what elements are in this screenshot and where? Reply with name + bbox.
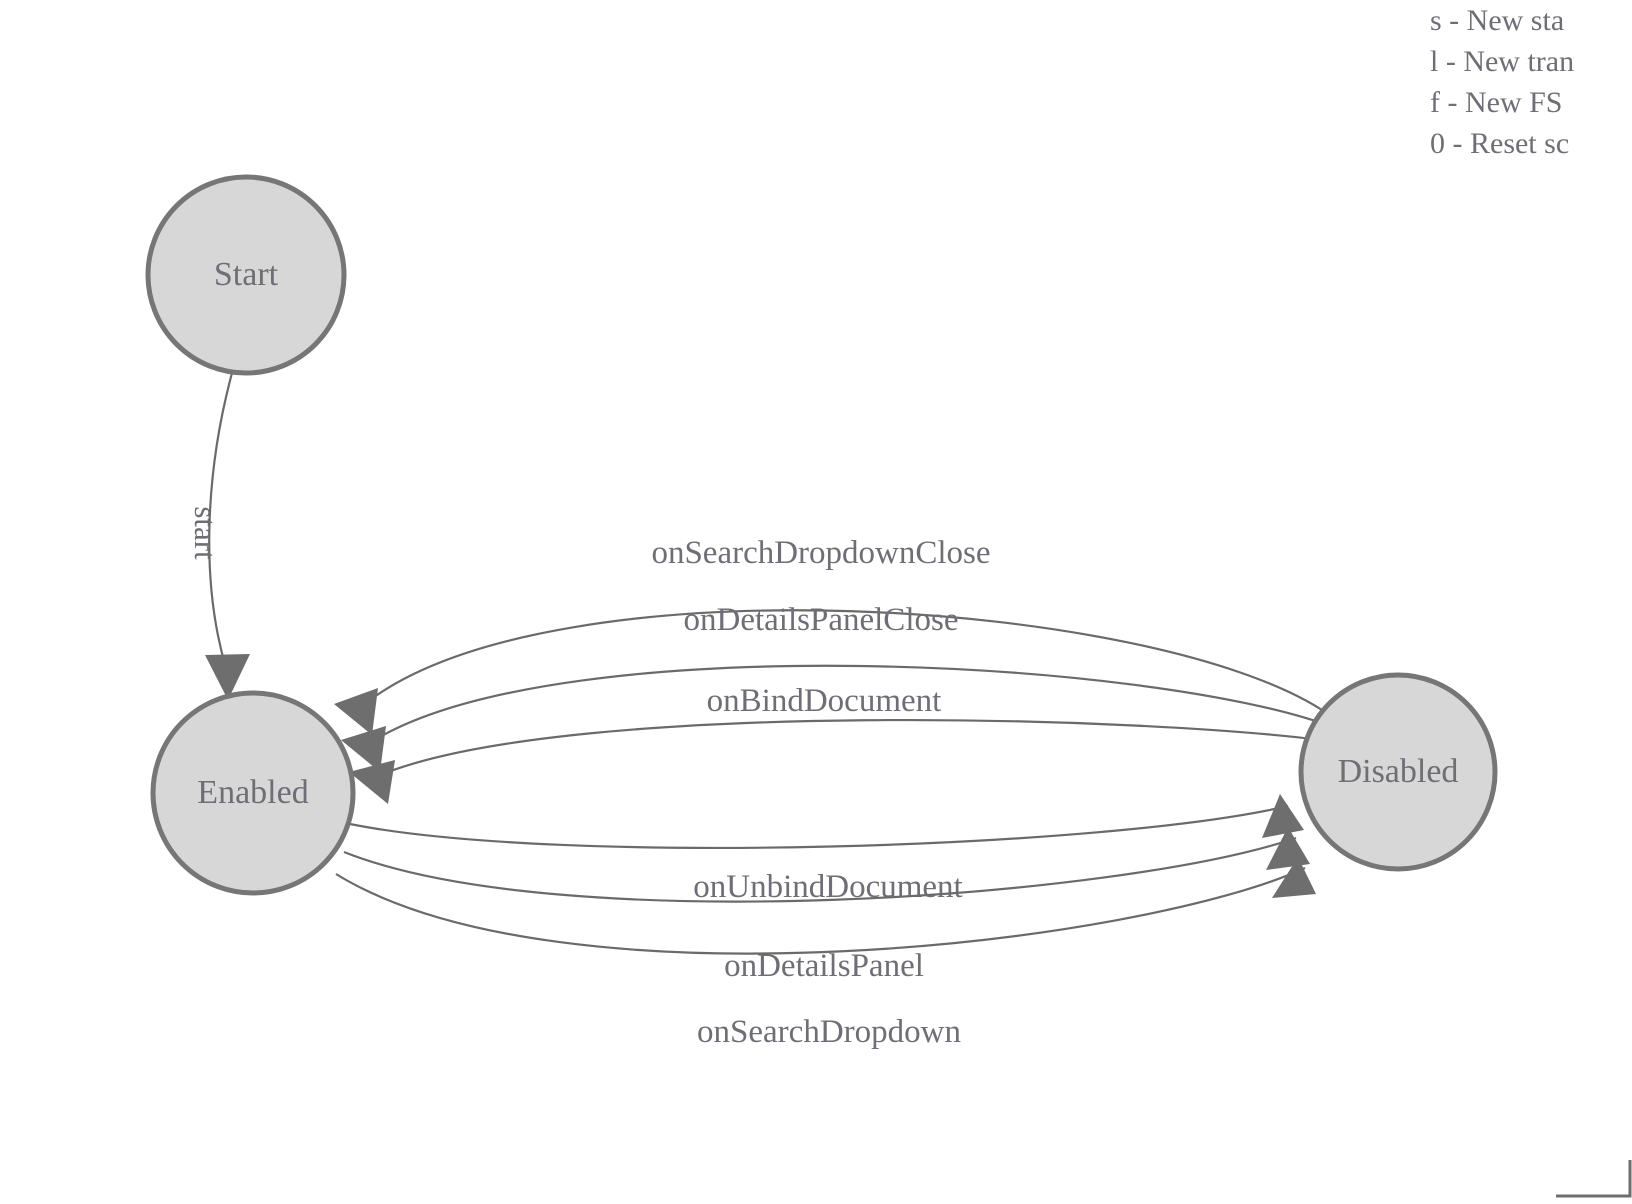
legend-item-new-state: s - New sta	[1430, 4, 1565, 37]
arrowhead-onUnbindDocument	[1262, 794, 1304, 838]
arrowhead-onSearchDropdown	[1272, 857, 1316, 898]
transition-onDetailsPanelClose[interactable]: onDetailsPanelClose	[341, 602, 1331, 772]
edge-label-onDetailsPanelClose: onDetailsPanelClose	[684, 602, 959, 638]
state-circle-enabled[interactable]	[150, 690, 356, 896]
legend-item-new-transition: l - New tran	[1430, 45, 1575, 78]
legend-item-new-fsm: f - New FS	[1430, 86, 1563, 119]
edge-path-onBindDocument[interactable]	[387, 718, 1337, 774]
transition-onSearchDropdownClose[interactable]: onSearchDropdownClose	[334, 535, 1323, 735]
state-node-start[interactable]: Start	[145, 174, 347, 376]
arrowhead-start	[205, 654, 250, 700]
state-label-enabled: Enabled	[197, 774, 308, 811]
legend-item-reset-scene: 0 - Reset sc	[1430, 127, 1570, 160]
state-circle-disabled[interactable]	[1298, 672, 1498, 872]
transition-onDetailsPanel[interactable]: onDetailsPanel	[343, 827, 1310, 984]
state-label-disabled: Disabled	[1338, 753, 1459, 790]
edge-path-onDetailsPanelClose[interactable]	[377, 664, 1331, 739]
edge-label-onSearchDropdownClose: onSearchDropdownClose	[651, 535, 990, 571]
transition-onUnbindDocument[interactable]: onUnbindDocument	[349, 794, 1304, 905]
arrowhead-onBindDocument	[349, 760, 395, 804]
arrowhead-onSearchDropdownClose	[334, 688, 378, 735]
state-circle-start[interactable]	[145, 174, 347, 376]
transition-onBindDocument[interactable]: onBindDocument	[349, 683, 1337, 804]
transition-start[interactable]: start	[188, 372, 250, 700]
keyboard-shortcut-legend: s - New sta l - New tran f - New FS 0 - …	[1430, 0, 1632, 164]
edge-path-start[interactable]	[208, 372, 234, 669]
transition-onSearchDropdown[interactable]: onSearchDropdown	[335, 857, 1316, 1050]
arrowhead-onDetailsPanelClose	[341, 726, 386, 772]
edge-path-onSearchDropdown[interactable]	[335, 867, 1306, 955]
state-node-disabled[interactable]: Disabled	[1298, 672, 1498, 872]
state-label-start: Start	[214, 256, 279, 293]
edge-path-onSearchDropdownClose[interactable]	[369, 609, 1323, 711]
edge-path-onUnbindDocument[interactable]	[349, 804, 1289, 849]
state-node-enabled[interactable]: Enabled	[150, 690, 356, 896]
edge-label-start: start	[188, 506, 223, 560]
edge-label-onSearchDropdown: onSearchDropdown	[697, 1014, 961, 1050]
edge-path-onDetailsPanel[interactable]	[343, 836, 1297, 903]
canvas-frame-corner	[1556, 1160, 1632, 1198]
edge-label-onBindDocument: onBindDocument	[707, 683, 942, 719]
